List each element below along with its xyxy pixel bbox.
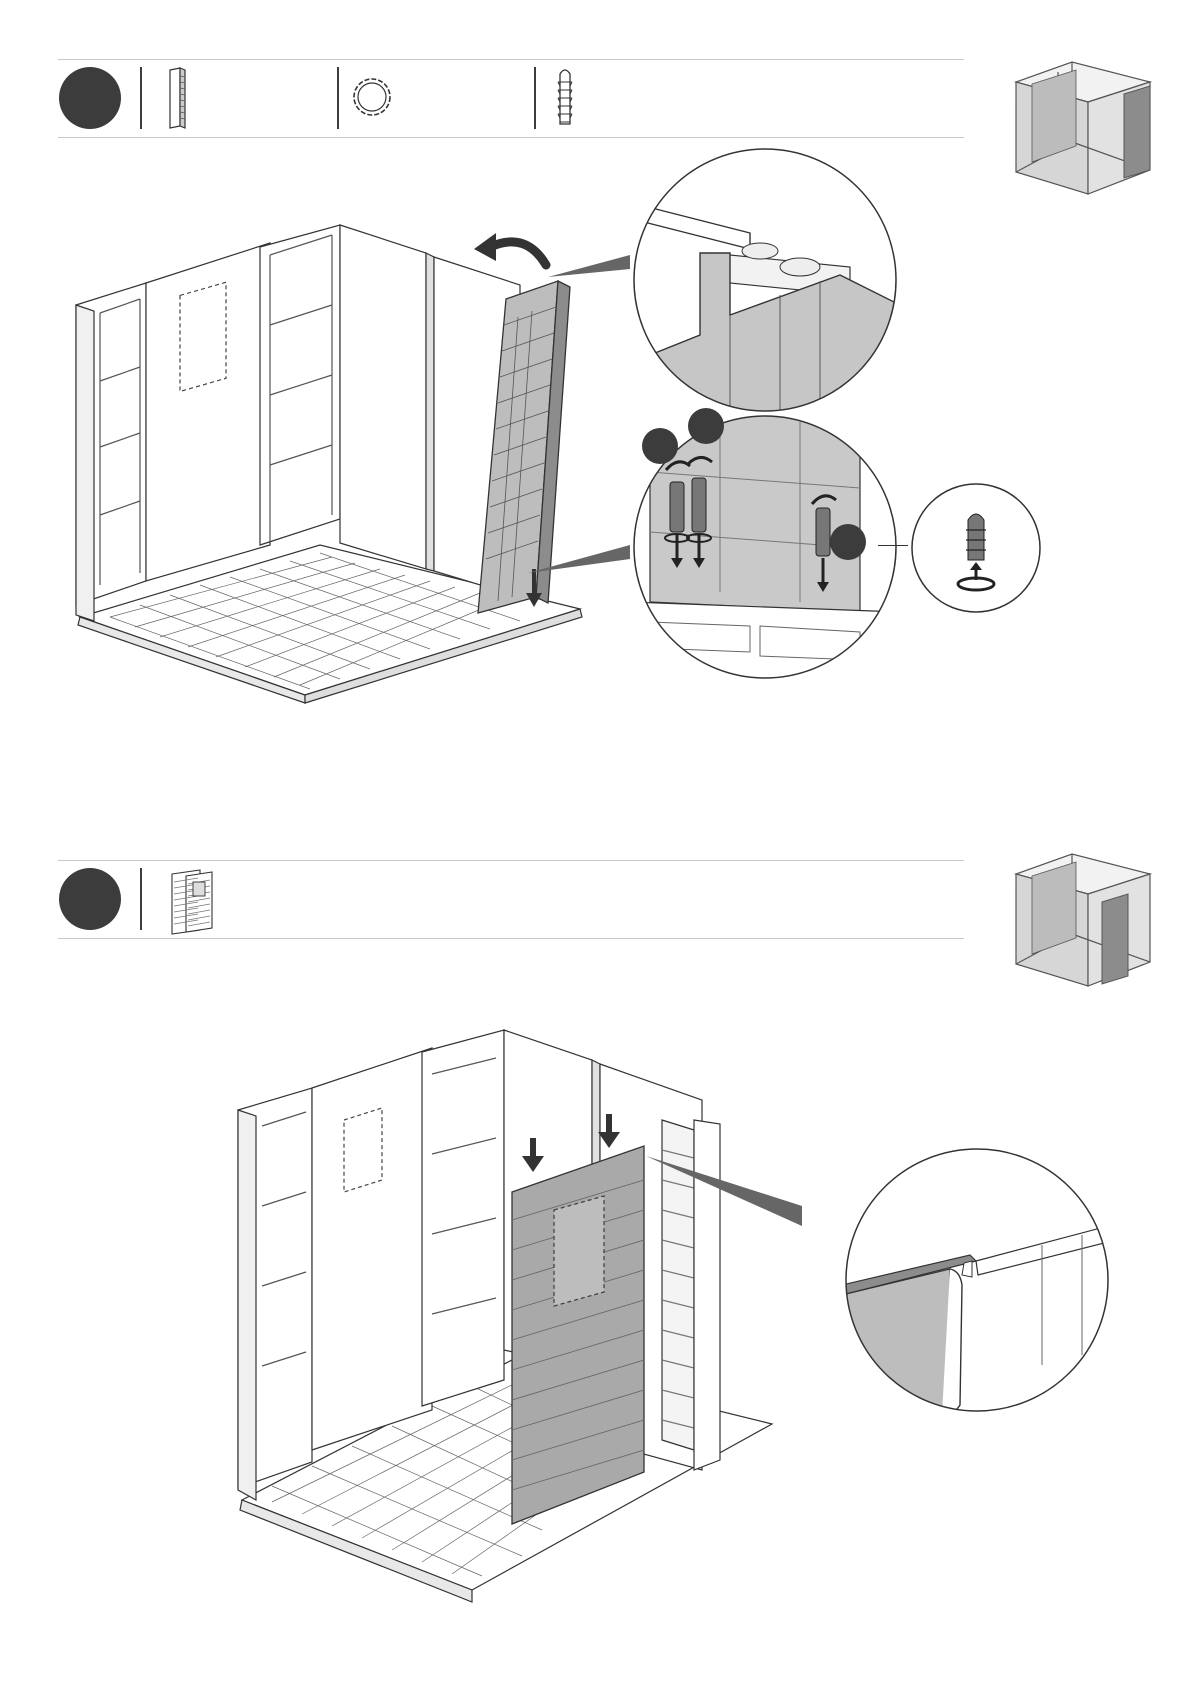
shed-assembly-illustration	[232, 1030, 792, 1660]
window-panel-inserting	[512, 1146, 644, 1524]
back-corner-frame	[422, 1030, 504, 1406]
corner-joint-detail	[630, 145, 900, 415]
header-top-rule	[58, 59, 964, 60]
ring-washer-icon	[351, 76, 393, 118]
parts-divider	[337, 67, 339, 129]
window-wall-panel-icon	[166, 868, 218, 934]
header-bottom-rule	[58, 137, 964, 138]
panel-edge-joint-detail	[842, 1145, 1112, 1415]
header-bottom-rule	[58, 938, 964, 939]
assembly-step-1	[0, 0, 1191, 780]
back-wall-panel	[312, 1048, 432, 1450]
shed-overview-icon	[1012, 58, 1152, 198]
parts-divider	[534, 67, 536, 129]
rotate-arrow	[490, 242, 546, 265]
parts-divider	[140, 868, 142, 930]
header-top-rule	[58, 860, 964, 861]
step-number-badge	[59, 868, 121, 930]
dowel-insert-detail	[630, 412, 900, 682]
callout-connector	[878, 545, 908, 546]
back-wall-panel	[146, 243, 270, 581]
sub-step-badge	[830, 524, 866, 560]
dowel-washer-detail	[908, 480, 1044, 616]
shed-overview-icon	[1012, 850, 1152, 990]
sub-step-badge	[642, 428, 678, 464]
assembly-step-2	[0, 780, 1191, 1684]
left-wall-frame	[76, 283, 146, 621]
step-number-badge	[59, 67, 121, 129]
left-wall-frame	[238, 1088, 312, 1500]
shed-assembly-illustration	[70, 225, 610, 765]
wall-panel-strip-icon	[166, 66, 188, 130]
plastic-dowel-icon	[552, 66, 578, 130]
parts-divider	[140, 67, 142, 129]
sub-step-badge	[688, 408, 724, 444]
back-corner-frame	[260, 225, 340, 545]
